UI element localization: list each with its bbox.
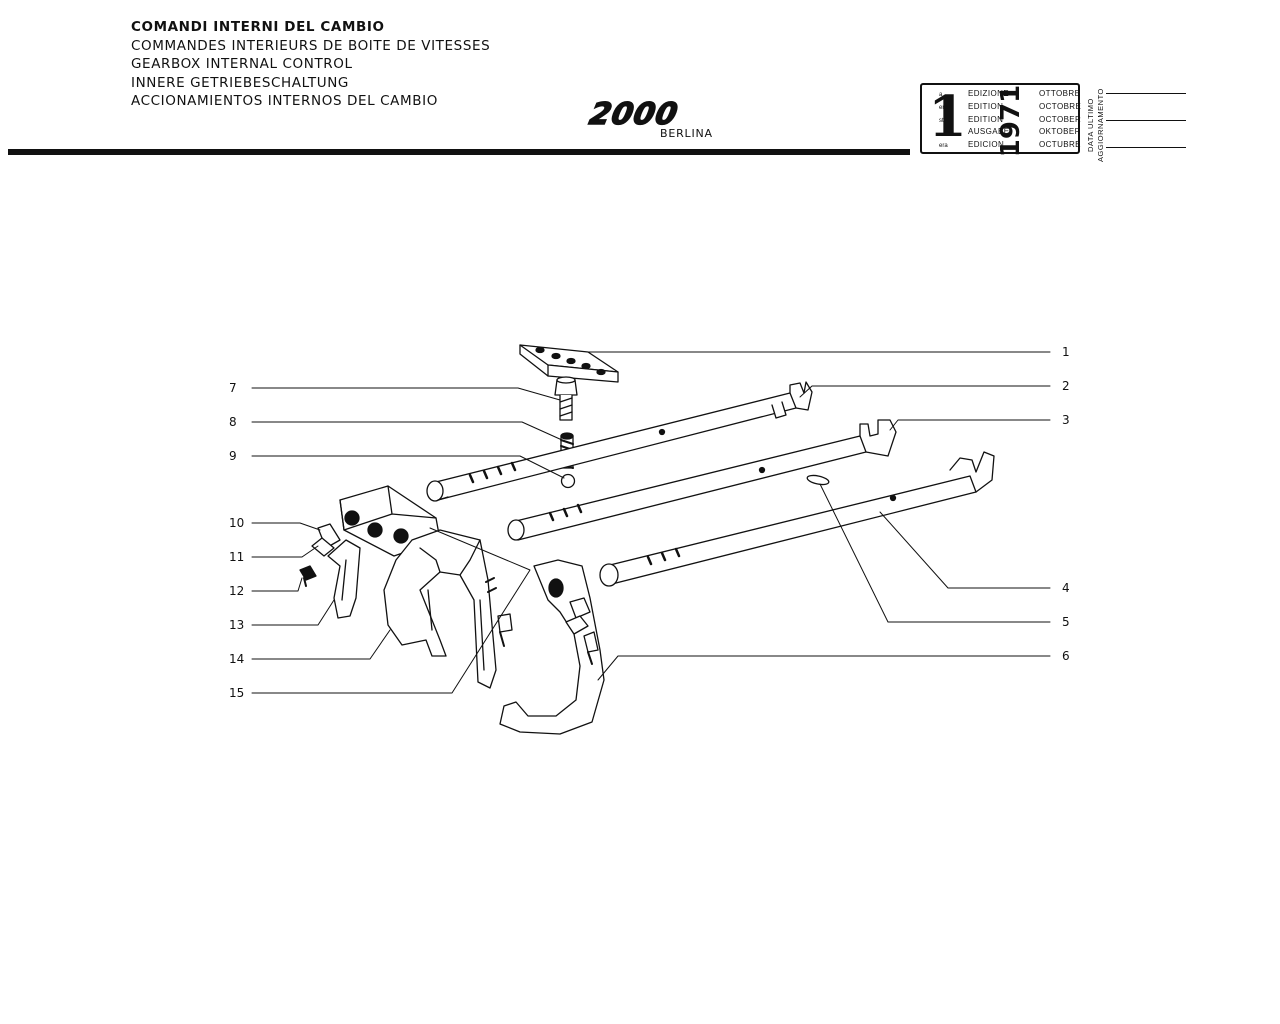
part-interlock-plate: [519, 344, 619, 383]
edition-month: OCTOBER: [1039, 115, 1082, 124]
callout-3: 3: [1062, 413, 1070, 427]
edition-label: EDITION: [968, 102, 1004, 111]
callout-15: 15: [229, 686, 245, 700]
callout-1: 1: [1062, 345, 1070, 359]
part-shift-rod-upper: [426, 381, 813, 502]
update-line: [1106, 93, 1186, 94]
leader-lines-right: [587, 351, 1051, 681]
model-variant: BERLINA: [660, 127, 713, 140]
callout-14: 14: [229, 652, 245, 666]
callout-4: 4: [1062, 581, 1070, 595]
edition-suffix: .: [939, 130, 941, 136]
edition-label: EDITION: [968, 115, 1004, 124]
edition-month: OKTOBER: [1039, 127, 1081, 136]
edition-suffix: ere: [939, 105, 948, 111]
title-english: GEARBOX INTERNAL CONTROL: [131, 56, 353, 72]
callout-10: 10: [229, 516, 245, 530]
part-pin: [806, 474, 830, 486]
edition-month: OCTUBRE: [1039, 140, 1081, 149]
title-block: COMANDI INTERNI DEL CAMBIO COMMANDES INT…: [131, 18, 490, 111]
title-french: COMMANDES INTERIEURS DE BOITE DE VITESSE…: [131, 37, 491, 54]
part-bolt: [554, 376, 578, 421]
edition-month: OCTOBRE: [1039, 102, 1082, 111]
callout-11: 11: [229, 550, 245, 564]
edition-suffix: a: [939, 92, 943, 98]
edition-month: OTTOBRE: [1039, 89, 1081, 98]
edition-label: EDICION: [968, 140, 1005, 149]
model-logo: 2000 BERLINA: [586, 96, 715, 140]
callout-7: 7: [229, 381, 237, 395]
edition-box: 1 a ere st . era EDIZIONE EDITION EDITIO…: [920, 83, 1082, 157]
edition-label: AUSGABE: [968, 127, 1010, 136]
edition-number: 1: [928, 84, 967, 150]
update-line: [1106, 147, 1186, 148]
part-lower-fork: [499, 559, 605, 735]
part-large-fork: [383, 529, 513, 689]
callout-6: 6: [1062, 649, 1070, 663]
callout-2: 2: [1062, 379, 1070, 393]
leader-lines-left: [251, 387, 565, 694]
title-italian: COMANDI INTERNI DEL CAMBIO: [131, 19, 385, 35]
callout-5: 5: [1062, 615, 1070, 629]
part-ball: [560, 473, 576, 489]
callout-8: 8: [229, 415, 237, 429]
title-spanish: ACCIONAMIENTOS INTERNOS DEL CAMBIO: [131, 93, 438, 109]
part-shift-rod-lower: [599, 451, 995, 587]
callout-13: 13: [229, 618, 245, 632]
callout-9: 9: [229, 449, 237, 463]
update-line: [1106, 120, 1186, 121]
callout-12: 12: [229, 584, 245, 598]
header-rule: [8, 149, 910, 155]
part-small-fork: [299, 523, 361, 619]
part-shift-rod-middle: [507, 419, 897, 541]
title-german: INNERE GETRIEBESCHALTUNG: [131, 74, 349, 91]
edition-suffix: st: [939, 118, 944, 124]
edition-label: EDIZIONE: [968, 89, 1009, 98]
edition-suffix: era: [939, 143, 948, 149]
